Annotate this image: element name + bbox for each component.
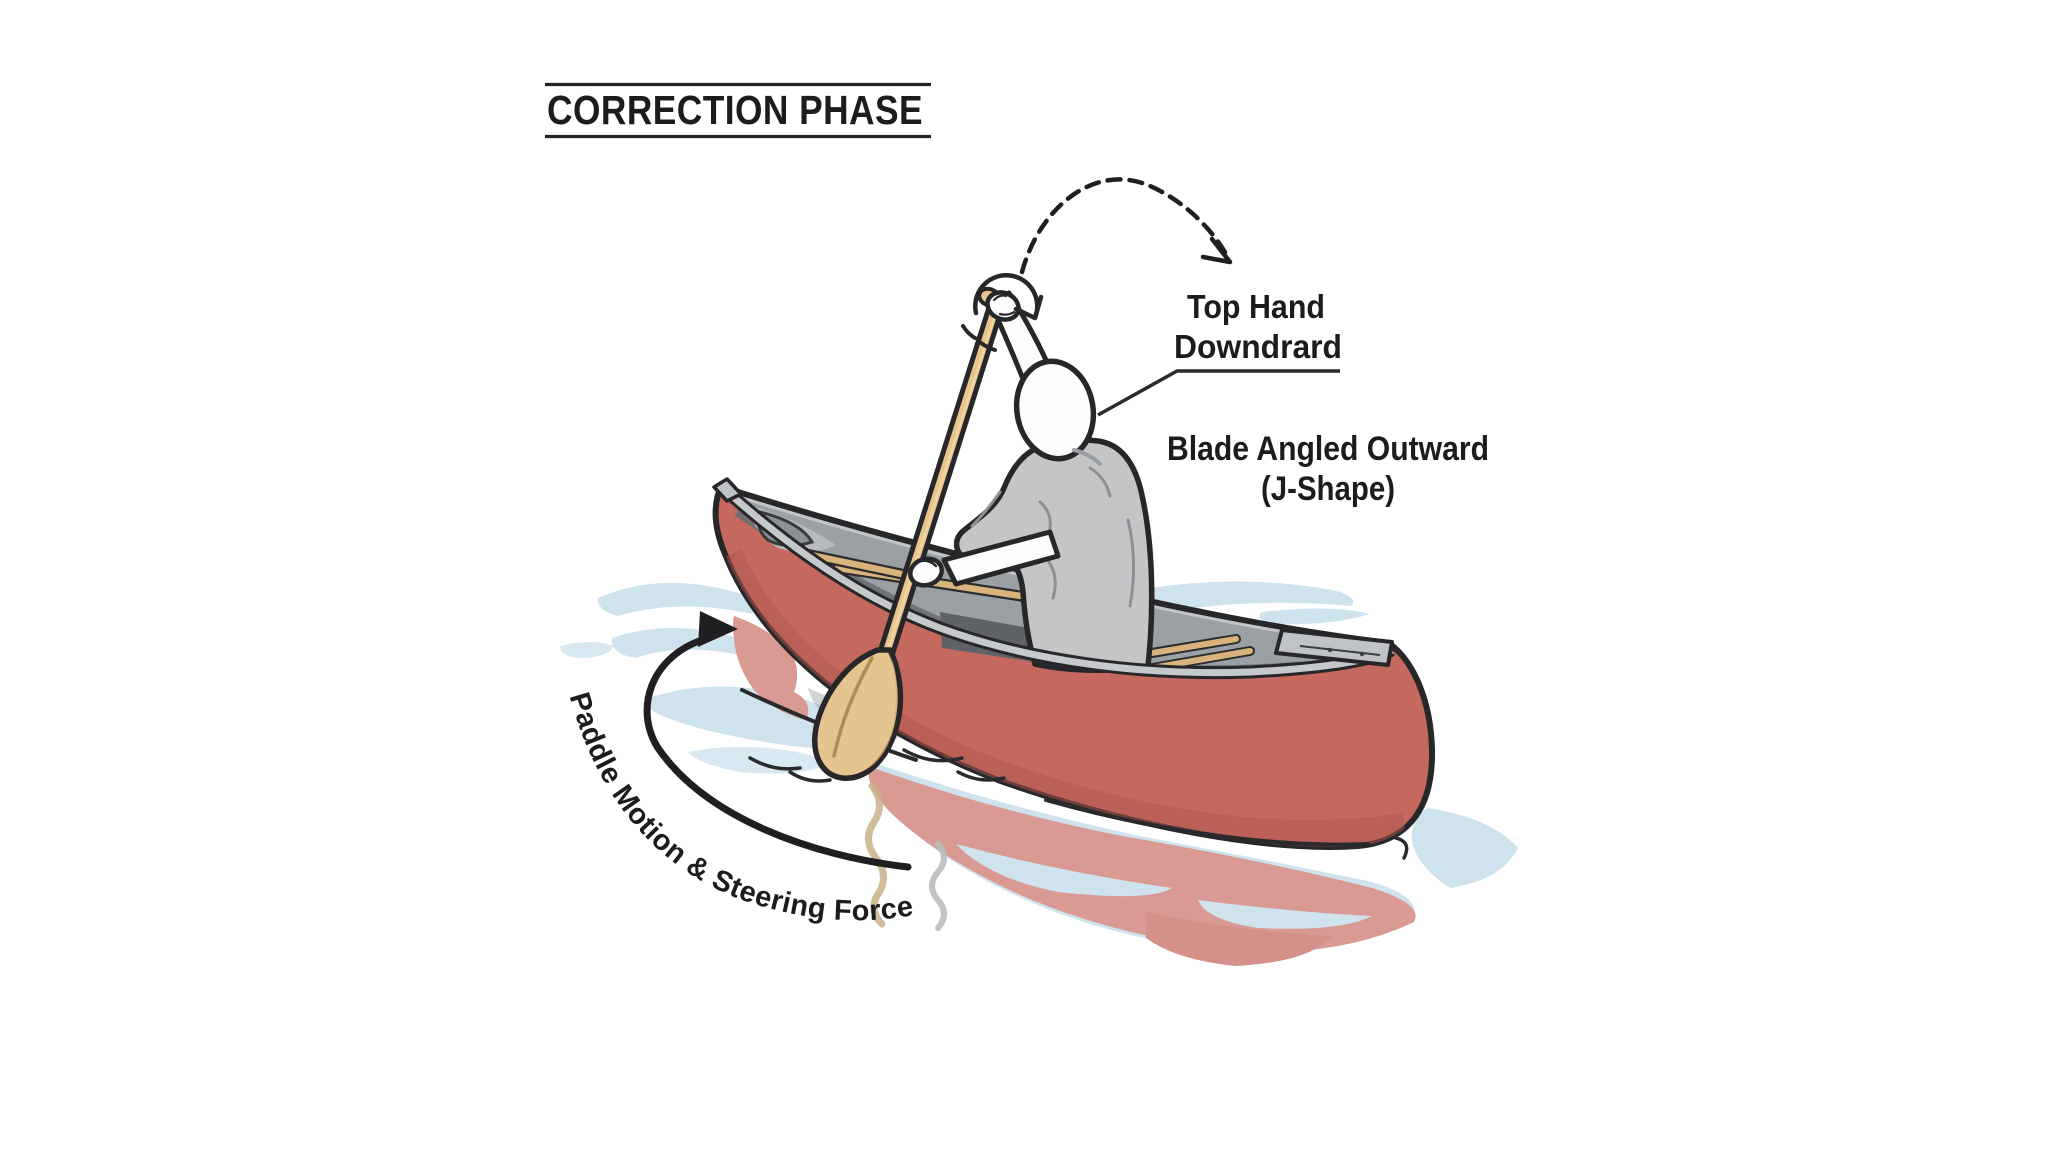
top-hand-label: Top Hand Downdrard [1174,288,1342,365]
diagram-title: CORRECTION PHASE [545,82,931,139]
stern-deck-plate [1274,628,1394,667]
blade-ripples [748,748,1006,783]
title-text: CORRECTION PHASE [547,87,923,133]
paddle-reflection [865,782,947,931]
steering-arrowhead [698,611,738,647]
bow-cap [712,477,743,503]
hull-reflection [733,616,1416,966]
rotation-arrow [961,273,1044,352]
blade-label: Blade Angled Outward (J-Shape) [1167,430,1489,508]
steering-arc-arrow [643,611,912,871]
shirt-folds [970,466,1136,608]
hands [908,290,1061,588]
blade-line1: Blade Angled Outward [1167,430,1489,468]
dashed-arc-arrow [1019,177,1233,275]
near-gunwale [712,477,1395,680]
leader-line [1097,369,1340,417]
top-hand-line1: Top Hand [1187,288,1325,325]
lower-forearm [941,529,1061,587]
top-hand-line2: Downdrard [1174,328,1342,365]
blade-line2: (J-Shape) [1261,470,1395,508]
head [1013,358,1097,462]
